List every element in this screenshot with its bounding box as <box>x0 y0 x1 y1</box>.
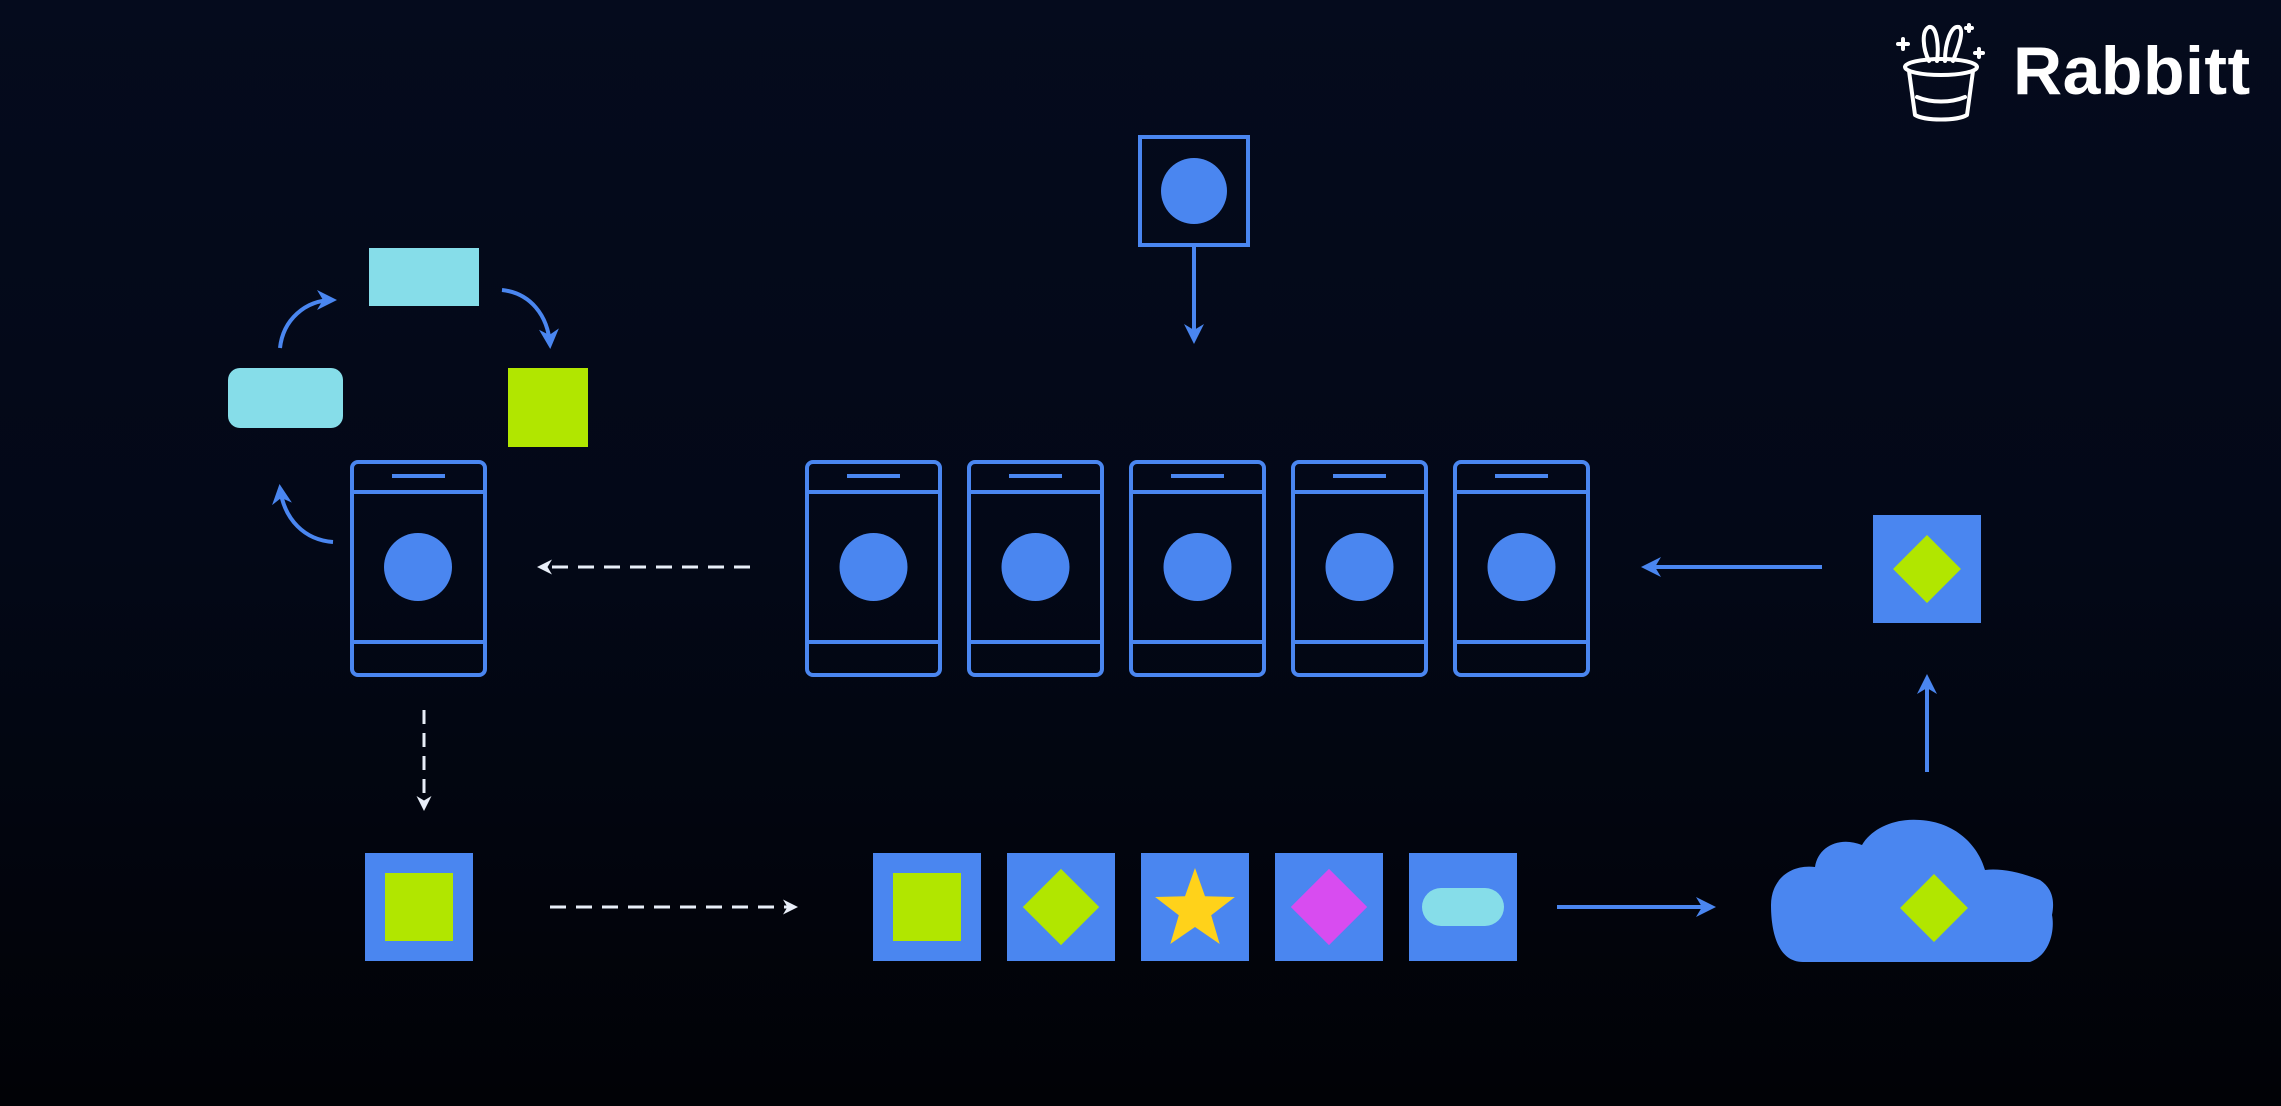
brand-logo: Rabbitt <box>1895 16 2251 126</box>
single-tile <box>365 853 473 961</box>
phone-4 <box>1291 460 1428 677</box>
bottom-row <box>873 853 1517 961</box>
tile-cyan-pill <box>1409 853 1517 961</box>
tile-lime-square <box>873 853 981 961</box>
tile-magenta-diamond <box>1275 853 1383 961</box>
phone-single <box>350 460 487 677</box>
cycle-rectangle <box>369 248 479 306</box>
source-node <box>1138 135 1250 247</box>
phone-1 <box>805 460 942 677</box>
tile-lime-diamond <box>1007 853 1115 961</box>
phone-2 <box>967 460 1104 677</box>
phone-3 <box>1129 460 1266 677</box>
brand-name: Rabbitt <box>2013 33 2251 109</box>
cycle-group <box>228 248 588 544</box>
tile-yellow-star <box>1141 853 1249 961</box>
cloud-node <box>1771 819 2054 962</box>
phone-row <box>805 460 1590 677</box>
phone-5 <box>1453 460 1590 677</box>
magic-hat-rabbit-icon <box>1896 23 1985 122</box>
cycle-rounded-rectangle <box>228 368 343 428</box>
diamond-tile <box>1873 515 1981 623</box>
cycle-lime-square <box>508 368 588 447</box>
